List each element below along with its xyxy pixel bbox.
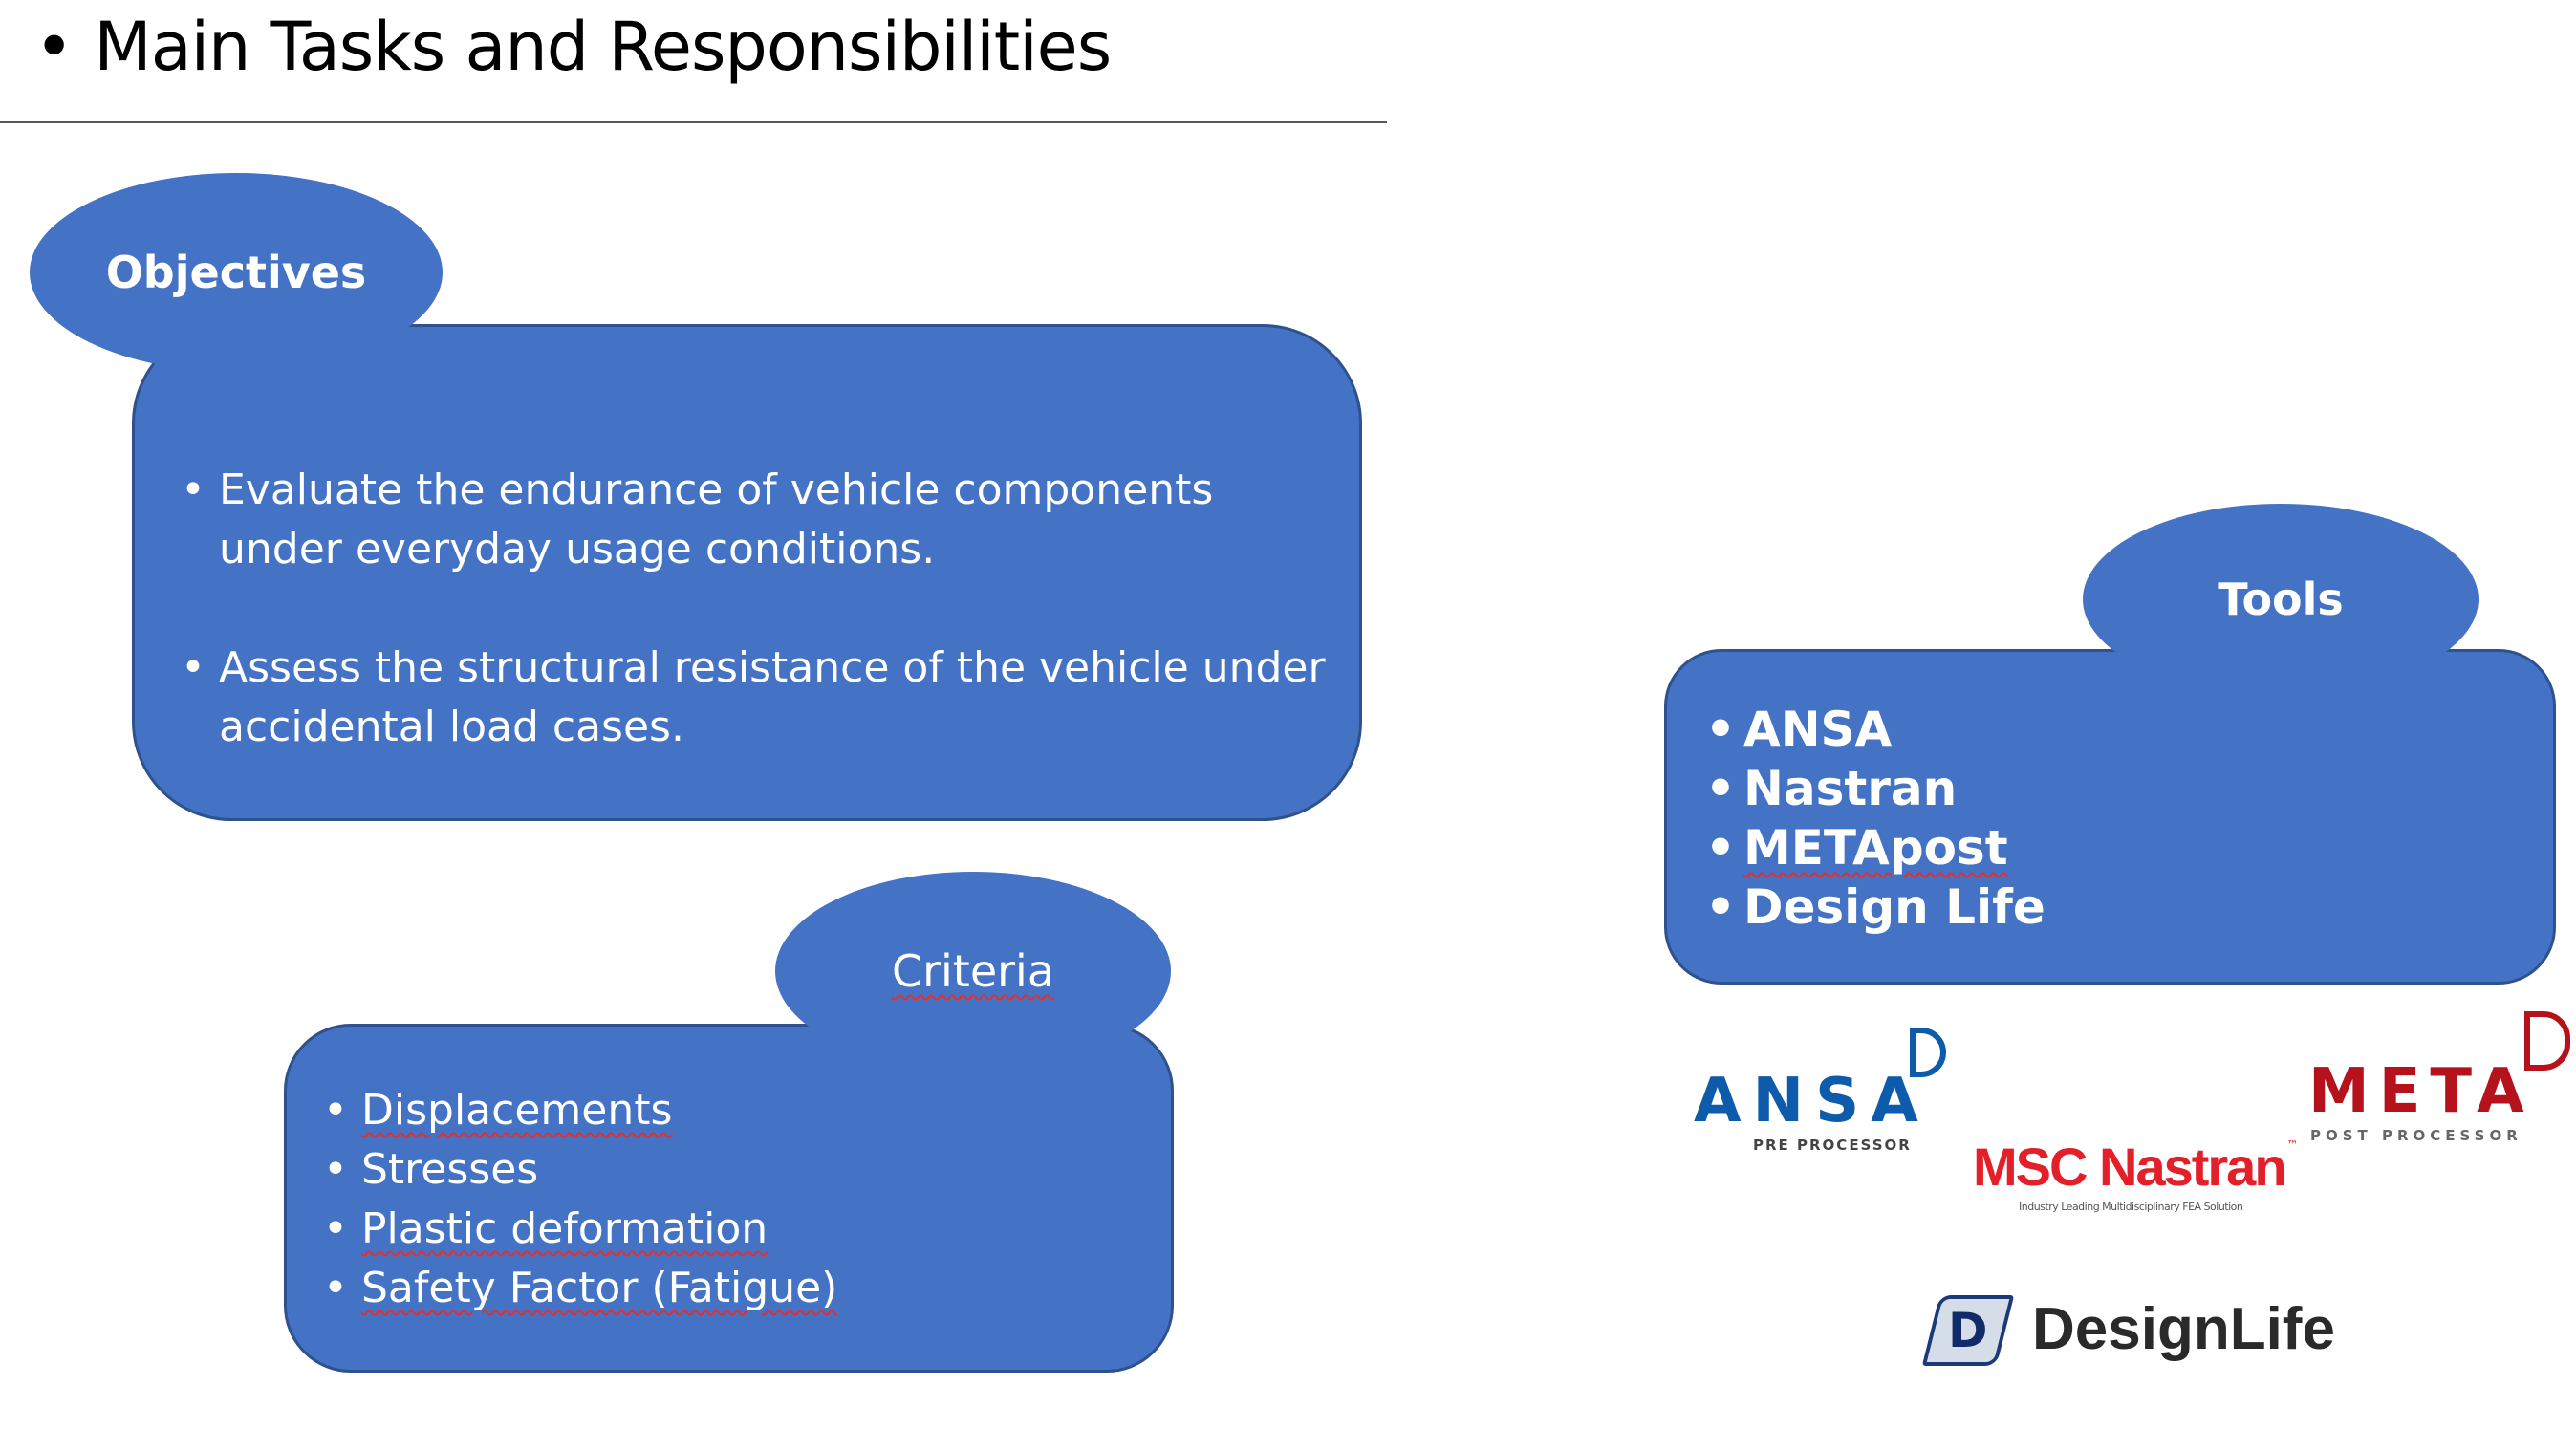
tools-box: ANSA Nastran METApost Design Life	[1664, 649, 2556, 985]
nastran-logo-sub: Industry Leading Multidisciplinary FEA S…	[2019, 1201, 2243, 1213]
criteria-box: Displacements Stresses Plastic deformati…	[284, 1024, 1174, 1373]
criteria-item-text: Stresses	[361, 1145, 539, 1194]
nastran-logo-text: MSC Nastran	[1973, 1137, 2287, 1197]
designlife-badge-icon: D	[1921, 1295, 2015, 1366]
designlife-badge-letter: D	[1948, 1303, 1988, 1358]
objective-item: Evaluate the endurance of vehicle compon…	[181, 461, 1328, 579]
criteria-heading-bubble: Criteria	[775, 872, 1171, 1071]
meta-logo-text: META	[2308, 1056, 2534, 1127]
ansa-badge-icon	[1910, 1028, 1946, 1077]
title-divider	[0, 121, 1387, 123]
ansa-logo-sub: PRE PROCESSOR	[1753, 1137, 1912, 1154]
tool-item: Nastran	[1705, 759, 2046, 818]
tool-item: METApost	[1705, 818, 2046, 877]
meta-logo-sub: POST PROCESSOR	[2310, 1127, 2522, 1144]
designlife-logo-text: DesignLife	[2032, 1296, 2335, 1362]
tool-item-text: Nastran	[1743, 761, 1958, 816]
tool-item-text: METApost	[1743, 820, 2008, 876]
criteria-item-text: Plastic deformation	[361, 1204, 768, 1253]
slide-title-text: Main Tasks and Responsibilities	[94, 8, 1112, 86]
tool-item: Design Life	[1705, 877, 2046, 937]
meta-badge-icon	[2524, 1011, 2570, 1071]
criteria-item: Safety Factor (Fatigue)	[323, 1259, 838, 1318]
criteria-heading: Criteria	[891, 945, 1055, 997]
tool-item-text: ANSA	[1743, 702, 1893, 757]
criteria-item-text: Displacements	[361, 1086, 673, 1135]
slide-title: •Main Tasks and Responsibilities	[34, 8, 1112, 86]
objectives-box: Evaluate the endurance of vehicle compon…	[132, 324, 1362, 821]
objective-item: Assess the structural resistance of the …	[181, 639, 1328, 757]
nastran-tm: ™	[2286, 1138, 2299, 1152]
objectives-heading: Objectives	[105, 247, 367, 298]
tool-item-text: Design Life	[1743, 879, 2046, 935]
criteria-item: Stresses	[323, 1140, 837, 1200]
tools-heading: Tools	[2218, 574, 2344, 625]
criteria-item: Plastic deformation	[323, 1200, 837, 1259]
criteria-item: Displacements	[323, 1081, 837, 1140]
tool-item: ANSA	[1705, 700, 2046, 759]
tools-heading-bubble: Tools	[2083, 504, 2479, 695]
criteria-item-text: Safety Factor (Fatigue)	[361, 1264, 838, 1312]
ansa-logo-text: ANSA	[1694, 1066, 1930, 1137]
objectives-heading-bubble: Objectives	[30, 173, 443, 372]
